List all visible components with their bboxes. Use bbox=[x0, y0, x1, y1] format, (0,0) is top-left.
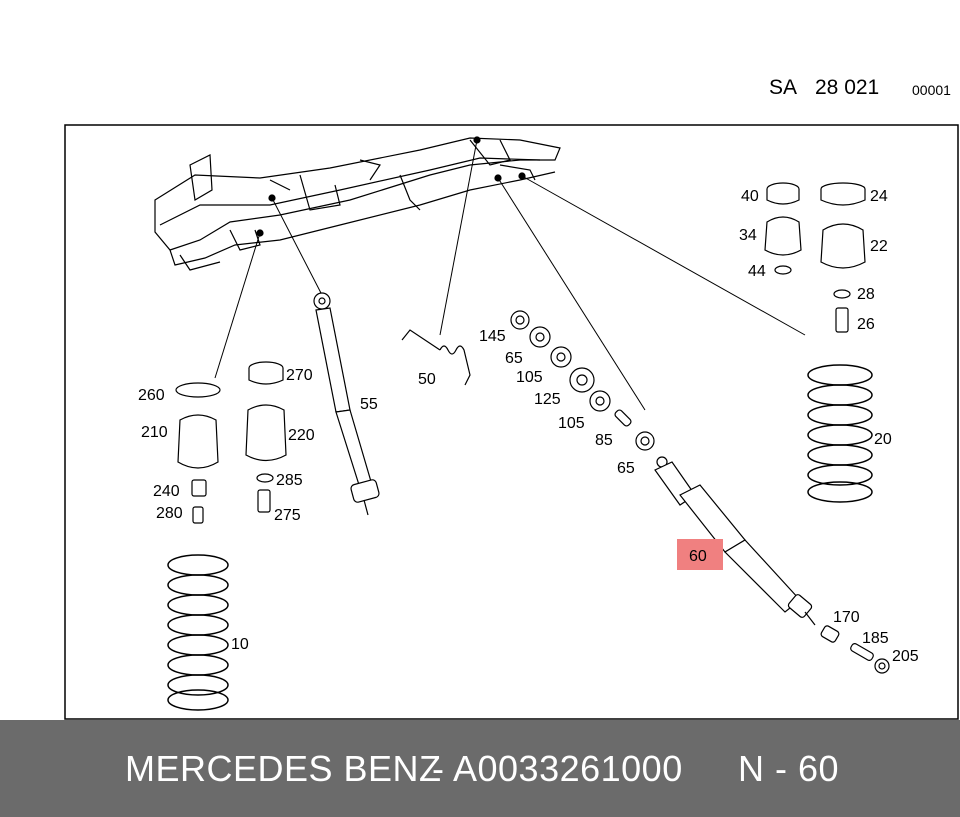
group-code: 28 021 bbox=[815, 76, 880, 99]
brand-separator: - bbox=[432, 747, 445, 789]
diagram-header: SA 28 021 00001 bbox=[0, 70, 960, 110]
part-label-285: 285 bbox=[276, 472, 303, 489]
part-label-125: 125 bbox=[534, 391, 561, 408]
part-label-145: 145 bbox=[479, 328, 506, 345]
return-spring-50 bbox=[401, 329, 471, 386]
part-number: A0033261000 bbox=[453, 747, 683, 789]
leader-lines bbox=[214, 139, 806, 411]
part-label-260: 260 bbox=[138, 387, 165, 404]
part-label-44: 44 bbox=[748, 263, 766, 280]
part-labels: 40 24 34 22 44 28 26 145 65 105 125 105 … bbox=[138, 188, 919, 665]
part-label-34: 34 bbox=[739, 227, 757, 244]
part-label-40: 40 bbox=[741, 188, 759, 205]
part-label-205: 205 bbox=[892, 648, 919, 665]
rubber-buffers-right bbox=[764, 182, 866, 333]
part-label-65a: 65 bbox=[505, 350, 523, 367]
part-label-185: 185 bbox=[862, 630, 889, 647]
part-label-28: 28 bbox=[857, 286, 875, 303]
part-label-10: 10 bbox=[231, 636, 249, 653]
part-label-55: 55 bbox=[360, 396, 378, 413]
part-label-85: 85 bbox=[595, 432, 613, 449]
part-label-26: 26 bbox=[857, 316, 875, 333]
rubber-buffers-left bbox=[175, 361, 287, 524]
parts-diagram: 60 40 24 34 22 44 28 26 145 65 105 125 1… bbox=[64, 124, 959, 720]
coil-spring-20 bbox=[807, 364, 873, 503]
part-label-60: 60 bbox=[689, 548, 707, 565]
part-label-50: 50 bbox=[418, 371, 436, 388]
part-label-22: 22 bbox=[870, 238, 888, 255]
shock-absorber-60 bbox=[654, 456, 816, 626]
part-label-105b: 105 bbox=[558, 415, 585, 432]
part-label-275: 275 bbox=[274, 507, 301, 524]
coil-spring-10 bbox=[167, 554, 229, 711]
part-label-20: 20 bbox=[874, 431, 892, 448]
brand-name: MERCEDES BENZ bbox=[125, 747, 442, 789]
sheet-number: 00001 bbox=[912, 82, 951, 98]
bushing-stack bbox=[510, 310, 655, 451]
chassis-frame-drawing bbox=[154, 136, 561, 271]
part-label-210: 210 bbox=[141, 424, 168, 441]
part-info-bar: MERCEDES BENZ - A0033261000 N - 60 bbox=[0, 720, 960, 817]
part-label-105a: 105 bbox=[516, 369, 543, 386]
part-label-280: 280 bbox=[156, 505, 183, 522]
position-number: N - 60 bbox=[738, 747, 840, 789]
part-label-220: 220 bbox=[288, 427, 315, 444]
part-label-170: 170 bbox=[833, 609, 860, 626]
part-label-270: 270 bbox=[286, 367, 313, 384]
shock-absorber-55 bbox=[313, 292, 380, 516]
part-label-65b: 65 bbox=[617, 460, 635, 477]
section-code: SA bbox=[769, 76, 798, 99]
part-label-240: 240 bbox=[153, 483, 180, 500]
small-parts-bottom bbox=[820, 625, 890, 674]
diagram-frame bbox=[64, 124, 959, 720]
part-label-24: 24 bbox=[870, 188, 888, 205]
highlight-box-60 bbox=[677, 539, 723, 570]
